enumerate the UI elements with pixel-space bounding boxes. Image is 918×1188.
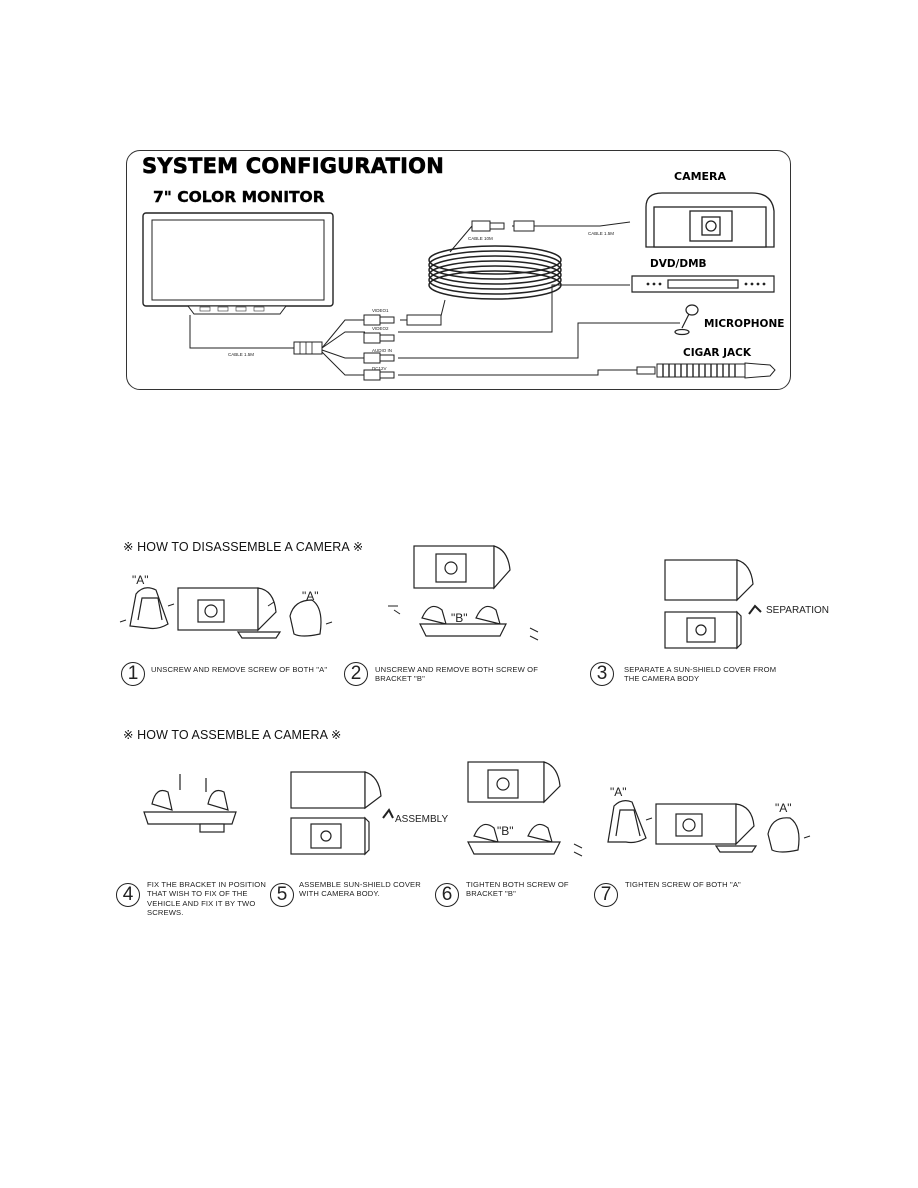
- step-6-number: 6: [435, 883, 459, 907]
- video2-label: VIDEO2: [372, 326, 389, 331]
- harness-connector: [293, 341, 323, 355]
- camera-cable-plugs: [471, 220, 535, 232]
- step3-illustration: [664, 559, 762, 650]
- step5-illustration: [290, 771, 394, 856]
- step4-illustration: [143, 774, 237, 833]
- step-4-text: FIX THE BRACKET IN POSITION THAT WISH TO…: [147, 880, 266, 918]
- disassemble-section-title: ※ HOW TO DISASSEMBLE A CAMERA ※: [123, 540, 364, 554]
- assemble-label-a-left: "A": [610, 785, 627, 799]
- step-3-number: 3: [590, 662, 614, 686]
- system-configuration-title: SYSTEM CONFIGURATION: [142, 154, 444, 179]
- cable-10m-label: CABLE 10M: [468, 236, 493, 241]
- assemble-section-title: ※ HOW TO ASSEMBLE A CAMERA ※: [123, 728, 342, 742]
- assembly-label: ASSEMBLY: [395, 814, 449, 825]
- camera-illustration: [645, 192, 775, 248]
- step6-illustration: [467, 761, 583, 857]
- microphone-label: MICROPHONE: [704, 318, 785, 330]
- label-a-left: "A": [132, 573, 149, 587]
- cigar-jack-label: CIGAR JACK: [683, 347, 751, 359]
- main-cable-length-label: CABLE 1.5M: [228, 352, 255, 357]
- step-4-number: 4: [116, 883, 140, 907]
- step-1-number: 1: [121, 662, 145, 686]
- label-b: "B": [451, 611, 468, 625]
- cigar-jack-illustration: [636, 362, 776, 379]
- step-6-text: TIGHTEN BOTH SCREW OF BRACKET "B": [466, 880, 569, 899]
- step2-illustration: [388, 545, 539, 641]
- step-1-text: UNSCREW AND REMOVE SCREW OF BOTH "A": [151, 665, 328, 674]
- rca-connectors: [363, 314, 395, 381]
- dvd-label: DVD/DMB: [650, 258, 707, 270]
- video-extension-plug: [406, 314, 442, 326]
- audio-in-label: AUDIO IN: [372, 348, 393, 353]
- step-3-text: SEPARATE A SUN-SHIELD COVER FROM THE CAM…: [624, 665, 777, 684]
- coiled-cable: [428, 245, 562, 300]
- step7-illustration: [607, 800, 811, 853]
- monitor-illustration: [142, 212, 334, 315]
- camera-cable-length-label: CABLE 1.5M: [588, 231, 615, 236]
- step-7-number: 7: [594, 883, 618, 907]
- separation-label: SEPARATION: [766, 605, 829, 616]
- system-configuration-frame: [126, 150, 791, 390]
- wiring-lines: [189, 221, 680, 376]
- step-2-number: 2: [344, 662, 368, 686]
- camera-label: CAMERA: [674, 170, 727, 183]
- step1-illustration: [119, 587, 333, 639]
- microphone-illustration: [674, 304, 699, 336]
- step-2-text: UNSCREW AND REMOVE BOTH SCREW OF BRACKET…: [375, 665, 539, 684]
- video1-label: VIDEO1: [372, 308, 389, 313]
- step-7-text: TIGHTEN SCREW OF BOTH "A": [625, 880, 741, 889]
- monitor-title: 7" COLOR MONITOR: [153, 188, 325, 206]
- step-5-number: 5: [270, 883, 294, 907]
- dc12v-label: DC12V: [372, 366, 387, 371]
- assemble-label-b: "B": [497, 824, 514, 838]
- dvd-player-illustration: [631, 275, 775, 293]
- label-a-right: "A": [302, 589, 319, 603]
- assemble-label-a-right: "A": [775, 801, 792, 815]
- step-5-text: ASSEMBLE SUN-SHIELD COVER WITH CAMERA BO…: [299, 880, 421, 899]
